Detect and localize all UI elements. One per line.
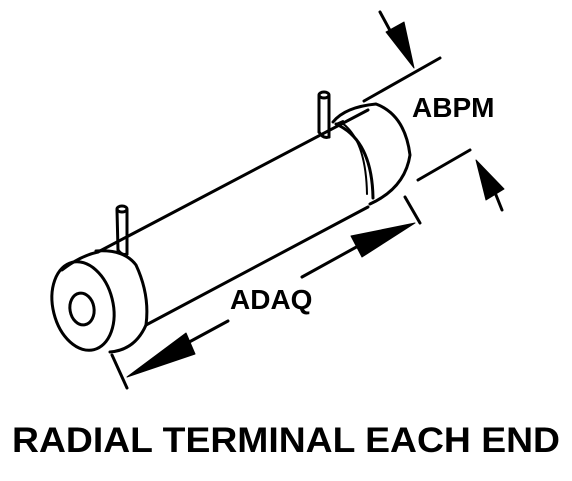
length-arrow-left [126, 332, 196, 378]
extension-line-right [403, 195, 422, 225]
length-arrow-right [350, 222, 416, 258]
diameter-arrow-top [385, 21, 415, 69]
right-end-cap [331, 102, 412, 206]
diagram-caption: RADIAL TERMINAL EACH END [12, 421, 560, 460]
length-dimension: ADAQ [110, 195, 422, 390]
extension-line-bottom [416, 148, 472, 182]
left-terminal-pin [115, 204, 129, 256]
extension-line-left [110, 353, 129, 390]
diameter-dimension: ABPM [362, 10, 505, 212]
diameter-label: ABPM [412, 92, 494, 123]
left-end-cap [50, 249, 149, 354]
cylinder-body [96, 108, 370, 327]
length-label: ADAQ [230, 284, 312, 315]
extension-line-top [362, 56, 442, 103]
end-cap-hole [68, 291, 96, 327]
diameter-arrow-bottom [475, 159, 505, 201]
right-terminal-pin [317, 90, 331, 139]
end-cap-face [50, 260, 116, 352]
